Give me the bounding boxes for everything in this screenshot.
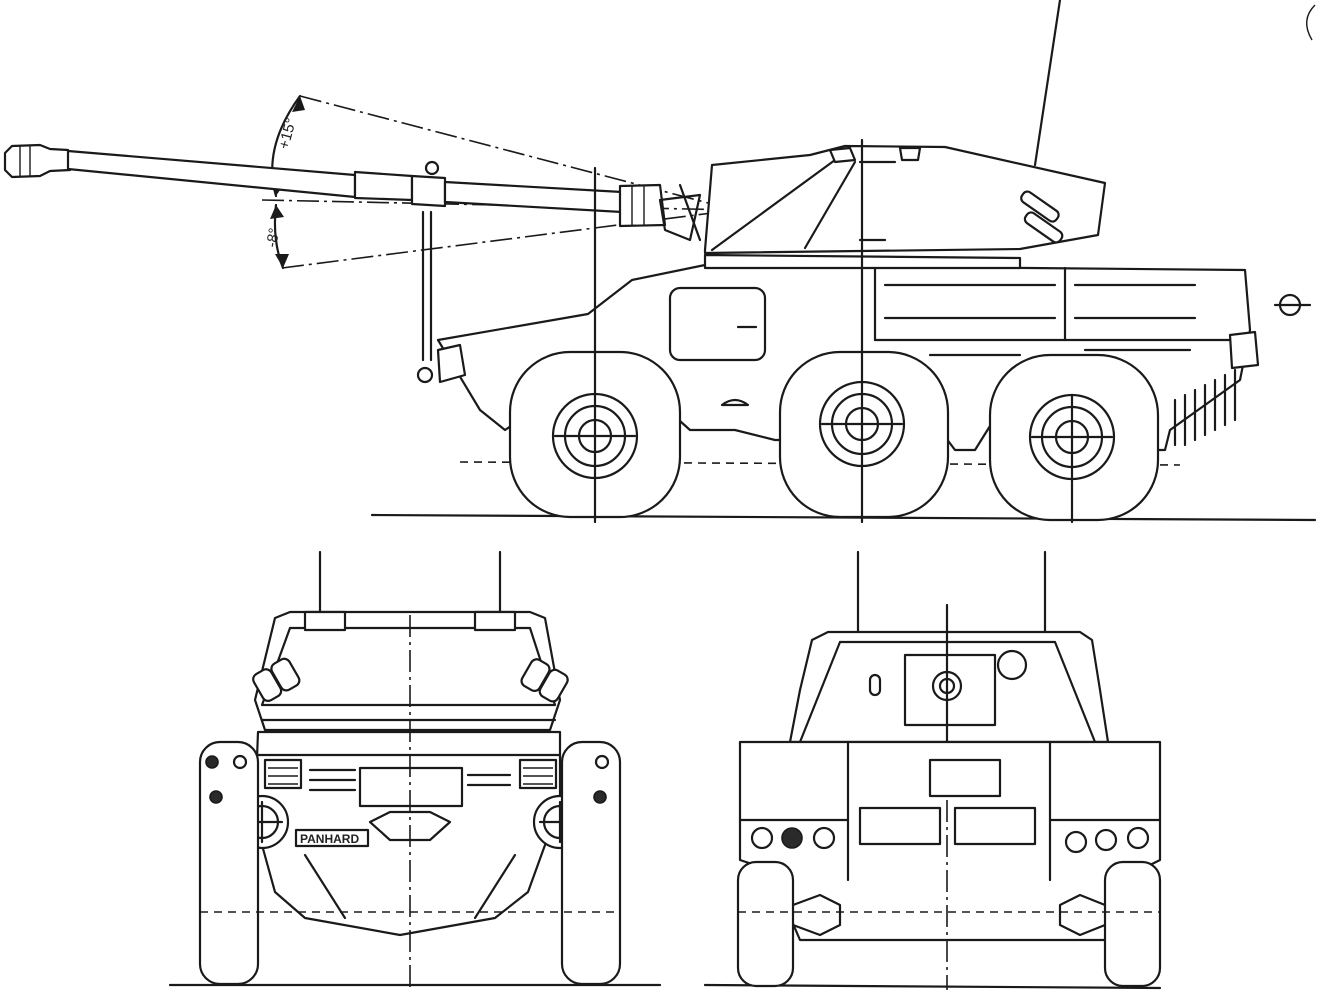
rear-light-6 — [1126, 826, 1150, 850]
front-left-wheel — [198, 740, 260, 986]
side-view: +15° -8° — [3, 0, 1317, 524]
wheel-middle — [778, 350, 950, 519]
rear-light-4 — [1064, 830, 1088, 854]
rear-view — [703, 550, 1162, 990]
turret — [703, 0, 1107, 255]
rear-grille-left — [858, 806, 942, 846]
rear-grille-right — [953, 806, 1037, 846]
front-view: PANHARD — [168, 550, 662, 990]
side-hatch — [668, 286, 767, 362]
gun-barrel — [3, 143, 702, 362]
rear-light-1 — [750, 826, 774, 850]
rear-left-wheel — [736, 860, 795, 988]
elevation-up-label: +15° — [275, 116, 300, 151]
edge-mark — [1306, 4, 1316, 41]
front-turret — [253, 610, 562, 732]
rear-light-5 — [1094, 828, 1118, 852]
maker-plate — [294, 828, 370, 848]
rear-light-3 — [812, 826, 836, 850]
elevation-arc: +15° -8° — [261, 94, 736, 270]
maker-plate-text: PANHARD — [300, 832, 359, 846]
rear-light-2 — [781, 827, 803, 849]
side-wheels — [508, 138, 1160, 524]
front-right-wheel — [560, 740, 622, 986]
elevation-down-label: -8° — [263, 227, 283, 249]
rear-right-wheel — [1103, 860, 1162, 988]
